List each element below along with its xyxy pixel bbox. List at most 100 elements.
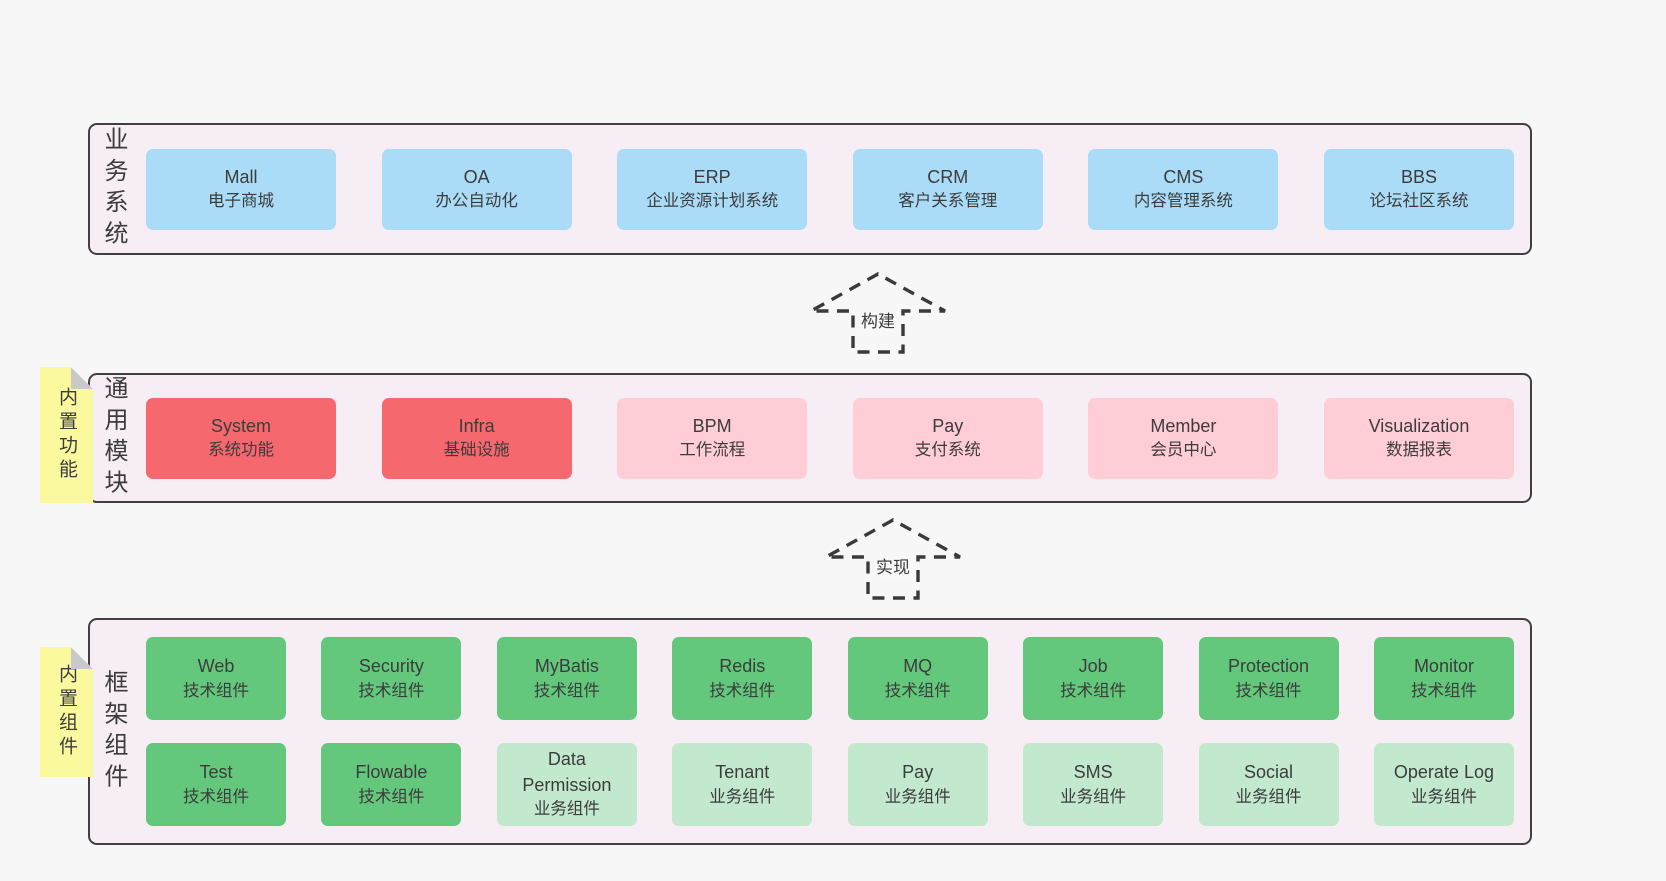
box-tenant: Tenant 业务组件 xyxy=(672,743,813,826)
sticky-note-builtin-features: 内置功能 xyxy=(40,367,93,503)
modules-side-label: 通用模块 xyxy=(100,375,127,501)
box-subtitle: 技术组件 xyxy=(183,787,249,806)
box-title: Web xyxy=(197,656,235,677)
box-subtitle: 内容管理系统 xyxy=(1133,192,1233,211)
box-web: Web 技术组件 xyxy=(146,637,286,720)
modules-box-row: System 系统功能 Infra 基础设施 BPM 工作流程 Pay 支付系统… xyxy=(146,375,1514,501)
box-subtitle: 基础设施 xyxy=(443,441,510,460)
box-bbs: BBS 论坛社区系统 xyxy=(1323,148,1514,230)
dashed-up-arrow-icon xyxy=(810,272,946,354)
box-title: ERP xyxy=(693,166,731,187)
box-title: Tenant xyxy=(715,762,770,783)
box-member: Member 会员中心 xyxy=(1088,397,1279,479)
section-framework-components: 框架组件 Web 技术组件 Security 技术组件 MyBatis 技术组件… xyxy=(88,618,1532,845)
box-subtitle: 业务组件 xyxy=(1410,787,1477,806)
box-erp: ERP 企业资源计划系统 xyxy=(617,148,808,230)
box-subtitle: 业务组件 xyxy=(1235,787,1302,806)
box-mq: MQ 技术组件 xyxy=(847,637,988,720)
box-subtitle: 会员中心 xyxy=(1150,441,1217,460)
box-subtitle: 技术组件 xyxy=(1060,681,1127,700)
box-subtitle: 技术组件 xyxy=(1410,681,1477,700)
box-subtitle: 业务组件 xyxy=(709,787,776,806)
box-operate-log: Operate Log 业务组件 xyxy=(1373,743,1514,826)
box-title: Test xyxy=(199,762,233,783)
box-subtitle: 技术组件 xyxy=(358,787,425,806)
box-title: Monitor xyxy=(1413,656,1474,677)
box-monitor: Monitor 技术组件 xyxy=(1373,637,1514,720)
box-title: Infra xyxy=(458,415,495,436)
box-title: BPM xyxy=(692,415,732,436)
box-cms: CMS 内容管理系统 xyxy=(1088,148,1279,230)
box-subtitle: 数据报表 xyxy=(1385,441,1452,460)
box-data-permission: Data Permission 业务组件 xyxy=(496,743,637,826)
box-title: Data Permission xyxy=(522,749,612,795)
box-subtitle: 技术组件 xyxy=(709,681,776,700)
box-infra: Infra 基础设施 xyxy=(381,397,572,479)
box-bpm: BPM 工作流程 xyxy=(617,397,808,479)
box-oa: OA 办公自动化 xyxy=(381,148,572,230)
box-visualization: Visualization 数据报表 xyxy=(1323,397,1514,479)
box-subtitle: 支付系统 xyxy=(914,441,981,460)
box-title: SMS xyxy=(1073,762,1113,783)
box-title: Member xyxy=(1150,415,1217,436)
box-title: Redis xyxy=(719,656,766,677)
box-subtitle: 技术组件 xyxy=(358,681,425,700)
business-side-label: 业务系统 xyxy=(100,126,127,252)
box-title: MyBatis xyxy=(534,656,599,677)
box-security: Security 技术组件 xyxy=(321,637,462,720)
box-title: Flowable xyxy=(355,762,428,783)
components-side-label: 框架组件 xyxy=(100,669,127,794)
box-title: Social xyxy=(1244,762,1294,783)
box-title: Pay xyxy=(932,415,964,436)
box-title: MQ xyxy=(903,656,933,677)
box-protection: Protection 技术组件 xyxy=(1198,637,1339,720)
box-test: Test 技术组件 xyxy=(146,743,286,826)
components-box-grid: Web 技术组件 Security 技术组件 MyBatis 技术组件 Redi… xyxy=(146,620,1514,843)
box-title: Protection xyxy=(1228,656,1310,677)
box-social: Social 业务组件 xyxy=(1198,743,1339,826)
box-subtitle: 工作流程 xyxy=(679,441,746,460)
implement-arrow-label: 实现 xyxy=(873,557,913,580)
sticky-note-builtin-components: 内置组件 xyxy=(40,647,93,777)
box-title: BBS xyxy=(1400,166,1437,187)
build-arrow: 构建 xyxy=(808,271,948,355)
box-subtitle: 系统功能 xyxy=(208,441,274,460)
box-subtitle: 业务组件 xyxy=(884,787,951,806)
box-sms: SMS 业务组件 xyxy=(1023,743,1164,826)
box-subtitle: 技术组件 xyxy=(533,681,600,700)
box-crm: CRM 客户关系管理 xyxy=(852,148,1043,230)
box-redis: Redis 技术组件 xyxy=(672,637,813,720)
box-mybatis: MyBatis 技术组件 xyxy=(496,637,637,720)
box-subtitle: 技术组件 xyxy=(884,681,951,700)
box-pay-module: Pay 支付系统 xyxy=(852,397,1043,479)
box-title: OA xyxy=(463,166,490,187)
box-title: Job xyxy=(1078,656,1108,677)
box-subtitle: 业务组件 xyxy=(1060,787,1127,806)
dashed-up-arrow-icon xyxy=(825,518,961,600)
box-flowable: Flowable 技术组件 xyxy=(321,743,462,826)
box-subtitle: 电子商城 xyxy=(208,192,274,211)
section-common-modules: 通用模块 System 系统功能 Infra 基础设施 BPM 工作流程 Pay… xyxy=(88,373,1532,503)
box-job: Job 技术组件 xyxy=(1023,637,1164,720)
business-box-row: Mall 电子商城 OA 办公自动化 ERP 企业资源计划系统 CRM 客户关系… xyxy=(146,125,1514,253)
box-title: Mall xyxy=(224,166,258,187)
box-pay-component: Pay 业务组件 xyxy=(847,743,988,826)
box-mall: Mall 电子商城 xyxy=(146,148,336,230)
box-subtitle: 办公自动化 xyxy=(435,192,518,211)
box-subtitle: 客户关系管理 xyxy=(898,192,998,211)
box-subtitle: 技术组件 xyxy=(1235,681,1302,700)
box-title: CMS xyxy=(1163,166,1204,187)
sticky-note-label: 内置组件 xyxy=(56,664,77,760)
box-subtitle: 业务组件 xyxy=(533,800,600,819)
build-arrow-label: 构建 xyxy=(858,311,898,334)
box-subtitle: 论坛社区系统 xyxy=(1369,192,1469,211)
box-title: Operate Log xyxy=(1393,762,1494,783)
box-system: System 系统功能 xyxy=(146,397,336,479)
implement-arrow: 实现 xyxy=(823,517,963,601)
box-title: Security xyxy=(358,656,424,677)
box-title: CRM xyxy=(927,166,969,187)
box-title: System xyxy=(210,415,271,436)
box-title: Visualization xyxy=(1368,415,1470,436)
sticky-note-label: 内置功能 xyxy=(56,387,77,483)
